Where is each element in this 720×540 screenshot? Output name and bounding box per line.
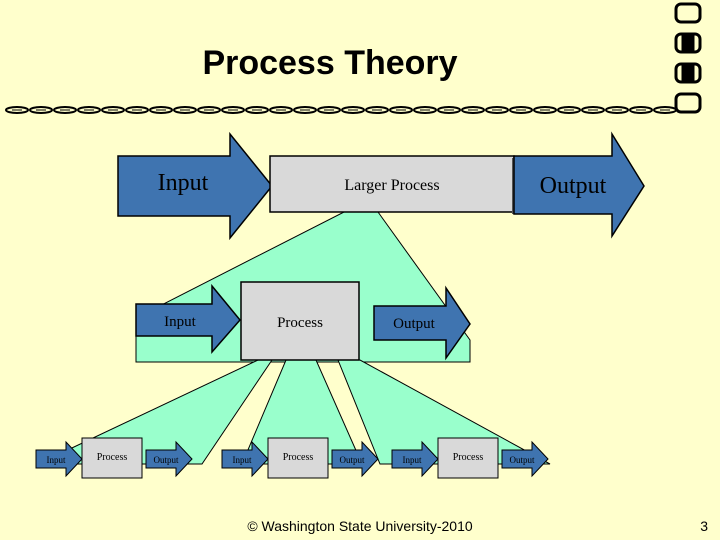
page-title: Process Theory — [202, 44, 458, 82]
level2-process-box — [240, 281, 360, 361]
level3-group3-output-arrow — [501, 440, 549, 478]
level2-input-arrow — [135, 283, 241, 354]
expansion-fan-level2-left — [37, 359, 273, 465]
level3-group1-output-label: Output — [153, 455, 179, 465]
level3-group3-process-box — [437, 437, 499, 479]
footer-copyright: © Washington State University-2010 — [247, 518, 473, 534]
level2-output-arrow — [373, 285, 471, 361]
level2-process-label: Process — [277, 315, 323, 331]
level3-group2-output-label: Output — [339, 455, 365, 465]
level3-group3-process-label: Process — [453, 452, 484, 463]
level1-output-label: Output — [540, 173, 607, 199]
level3-group3-input-arrow — [391, 440, 439, 478]
level3-group3-input-label: Input — [403, 455, 422, 465]
page-number: 3 — [700, 518, 708, 534]
level3-group2-input-arrow — [221, 440, 269, 478]
level3-group2-process-box — [267, 437, 329, 479]
level1-process-box — [269, 155, 515, 213]
level1-process-label: Larger Process — [344, 177, 439, 194]
level2-input-label: Input — [164, 314, 196, 330]
level3-group1-output-arrow — [145, 440, 193, 478]
level3-group2-process-label: Process — [283, 452, 314, 463]
level1-output-arrow — [513, 131, 645, 239]
level3-group1-process-label: Process — [97, 452, 128, 463]
level3-group3-output-label: Output — [509, 455, 535, 465]
level3-group1-input-label: Input — [47, 455, 66, 465]
level3-group1-input-arrow — [35, 440, 83, 478]
chain-link-icon — [4, 2, 702, 114]
level1-input-label: Input — [158, 170, 209, 196]
level1-input-arrow — [117, 131, 273, 241]
level2-output-label: Output — [393, 316, 436, 332]
level3-group2-output-arrow — [331, 440, 379, 478]
level3-group2-input-label: Input — [233, 455, 252, 465]
level3-group1-process-box — [81, 437, 143, 479]
